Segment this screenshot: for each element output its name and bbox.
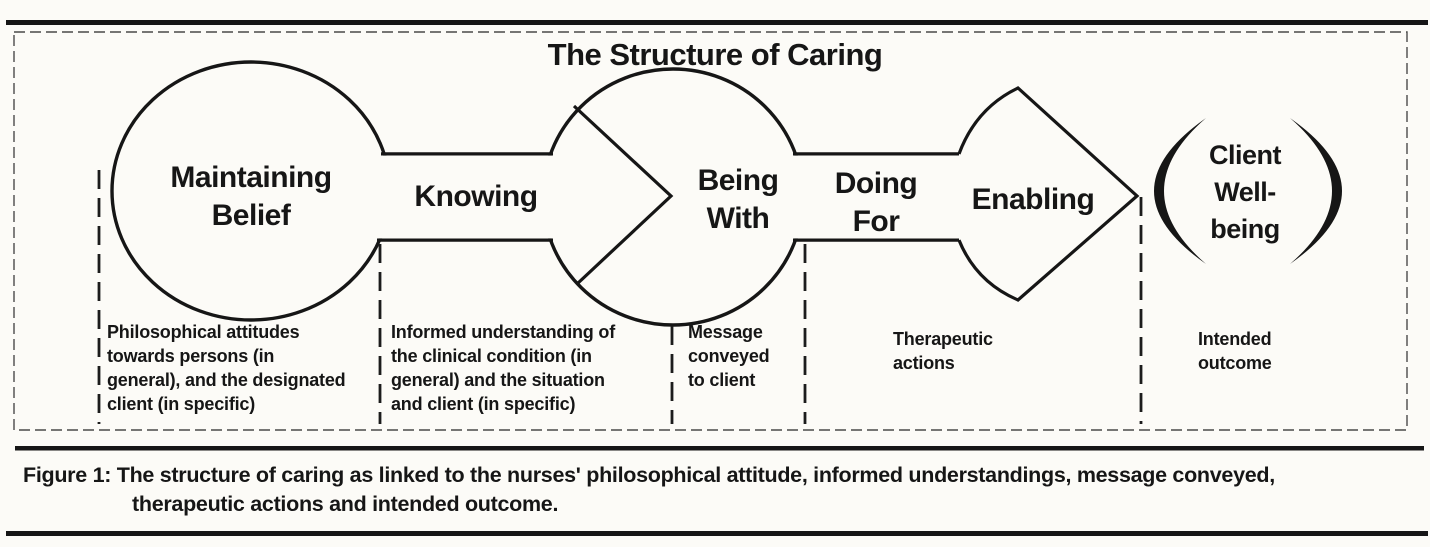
doing-for-band-opening bbox=[788, 155, 956, 239]
stage-label-knowing: Knowing bbox=[414, 180, 538, 213]
caption-bottom-rule bbox=[6, 531, 1428, 536]
annotation-philosophical-attitudes: Philosophical attitudes towards persons … bbox=[107, 322, 346, 414]
figure-border bbox=[13, 31, 1408, 431]
top-page-rule bbox=[6, 20, 1428, 25]
figure-caption-line2: therapeutic actions and intended outcome… bbox=[132, 492, 559, 516]
caption-top-rule bbox=[15, 446, 1424, 451]
outcome-right-paren bbox=[1290, 118, 1342, 264]
annotation-therapeutic-actions: Therapeutic actions bbox=[893, 329, 993, 373]
knowing-arrowhead bbox=[572, 104, 674, 286]
annotation-intended-outcome: Intended outcome bbox=[1198, 329, 1272, 373]
outcome-left-paren bbox=[1154, 118, 1206, 264]
knowing-band-opening bbox=[370, 155, 556, 239]
enabling-arrow-shape bbox=[957, 86, 1140, 302]
stage-label-being-with: Being With bbox=[697, 164, 779, 235]
annotation-informed-understanding: Informed understanding of the clinical c… bbox=[391, 322, 615, 414]
figure-title: The Structure of Caring bbox=[547, 37, 883, 72]
stage-label-enabling: Enabling bbox=[971, 183, 1095, 216]
annotation-message-conveyed: Message conveyed to client bbox=[688, 322, 770, 390]
stage-label-maintaining-belief: Maintaining Belief bbox=[170, 161, 332, 232]
stage-label-client-well-being: Client Well- being bbox=[1208, 140, 1282, 244]
figure-caption-line1: Figure 1: The structure of caring as lin… bbox=[23, 463, 1275, 487]
stage-label-doing-for: Doing For bbox=[834, 167, 918, 238]
